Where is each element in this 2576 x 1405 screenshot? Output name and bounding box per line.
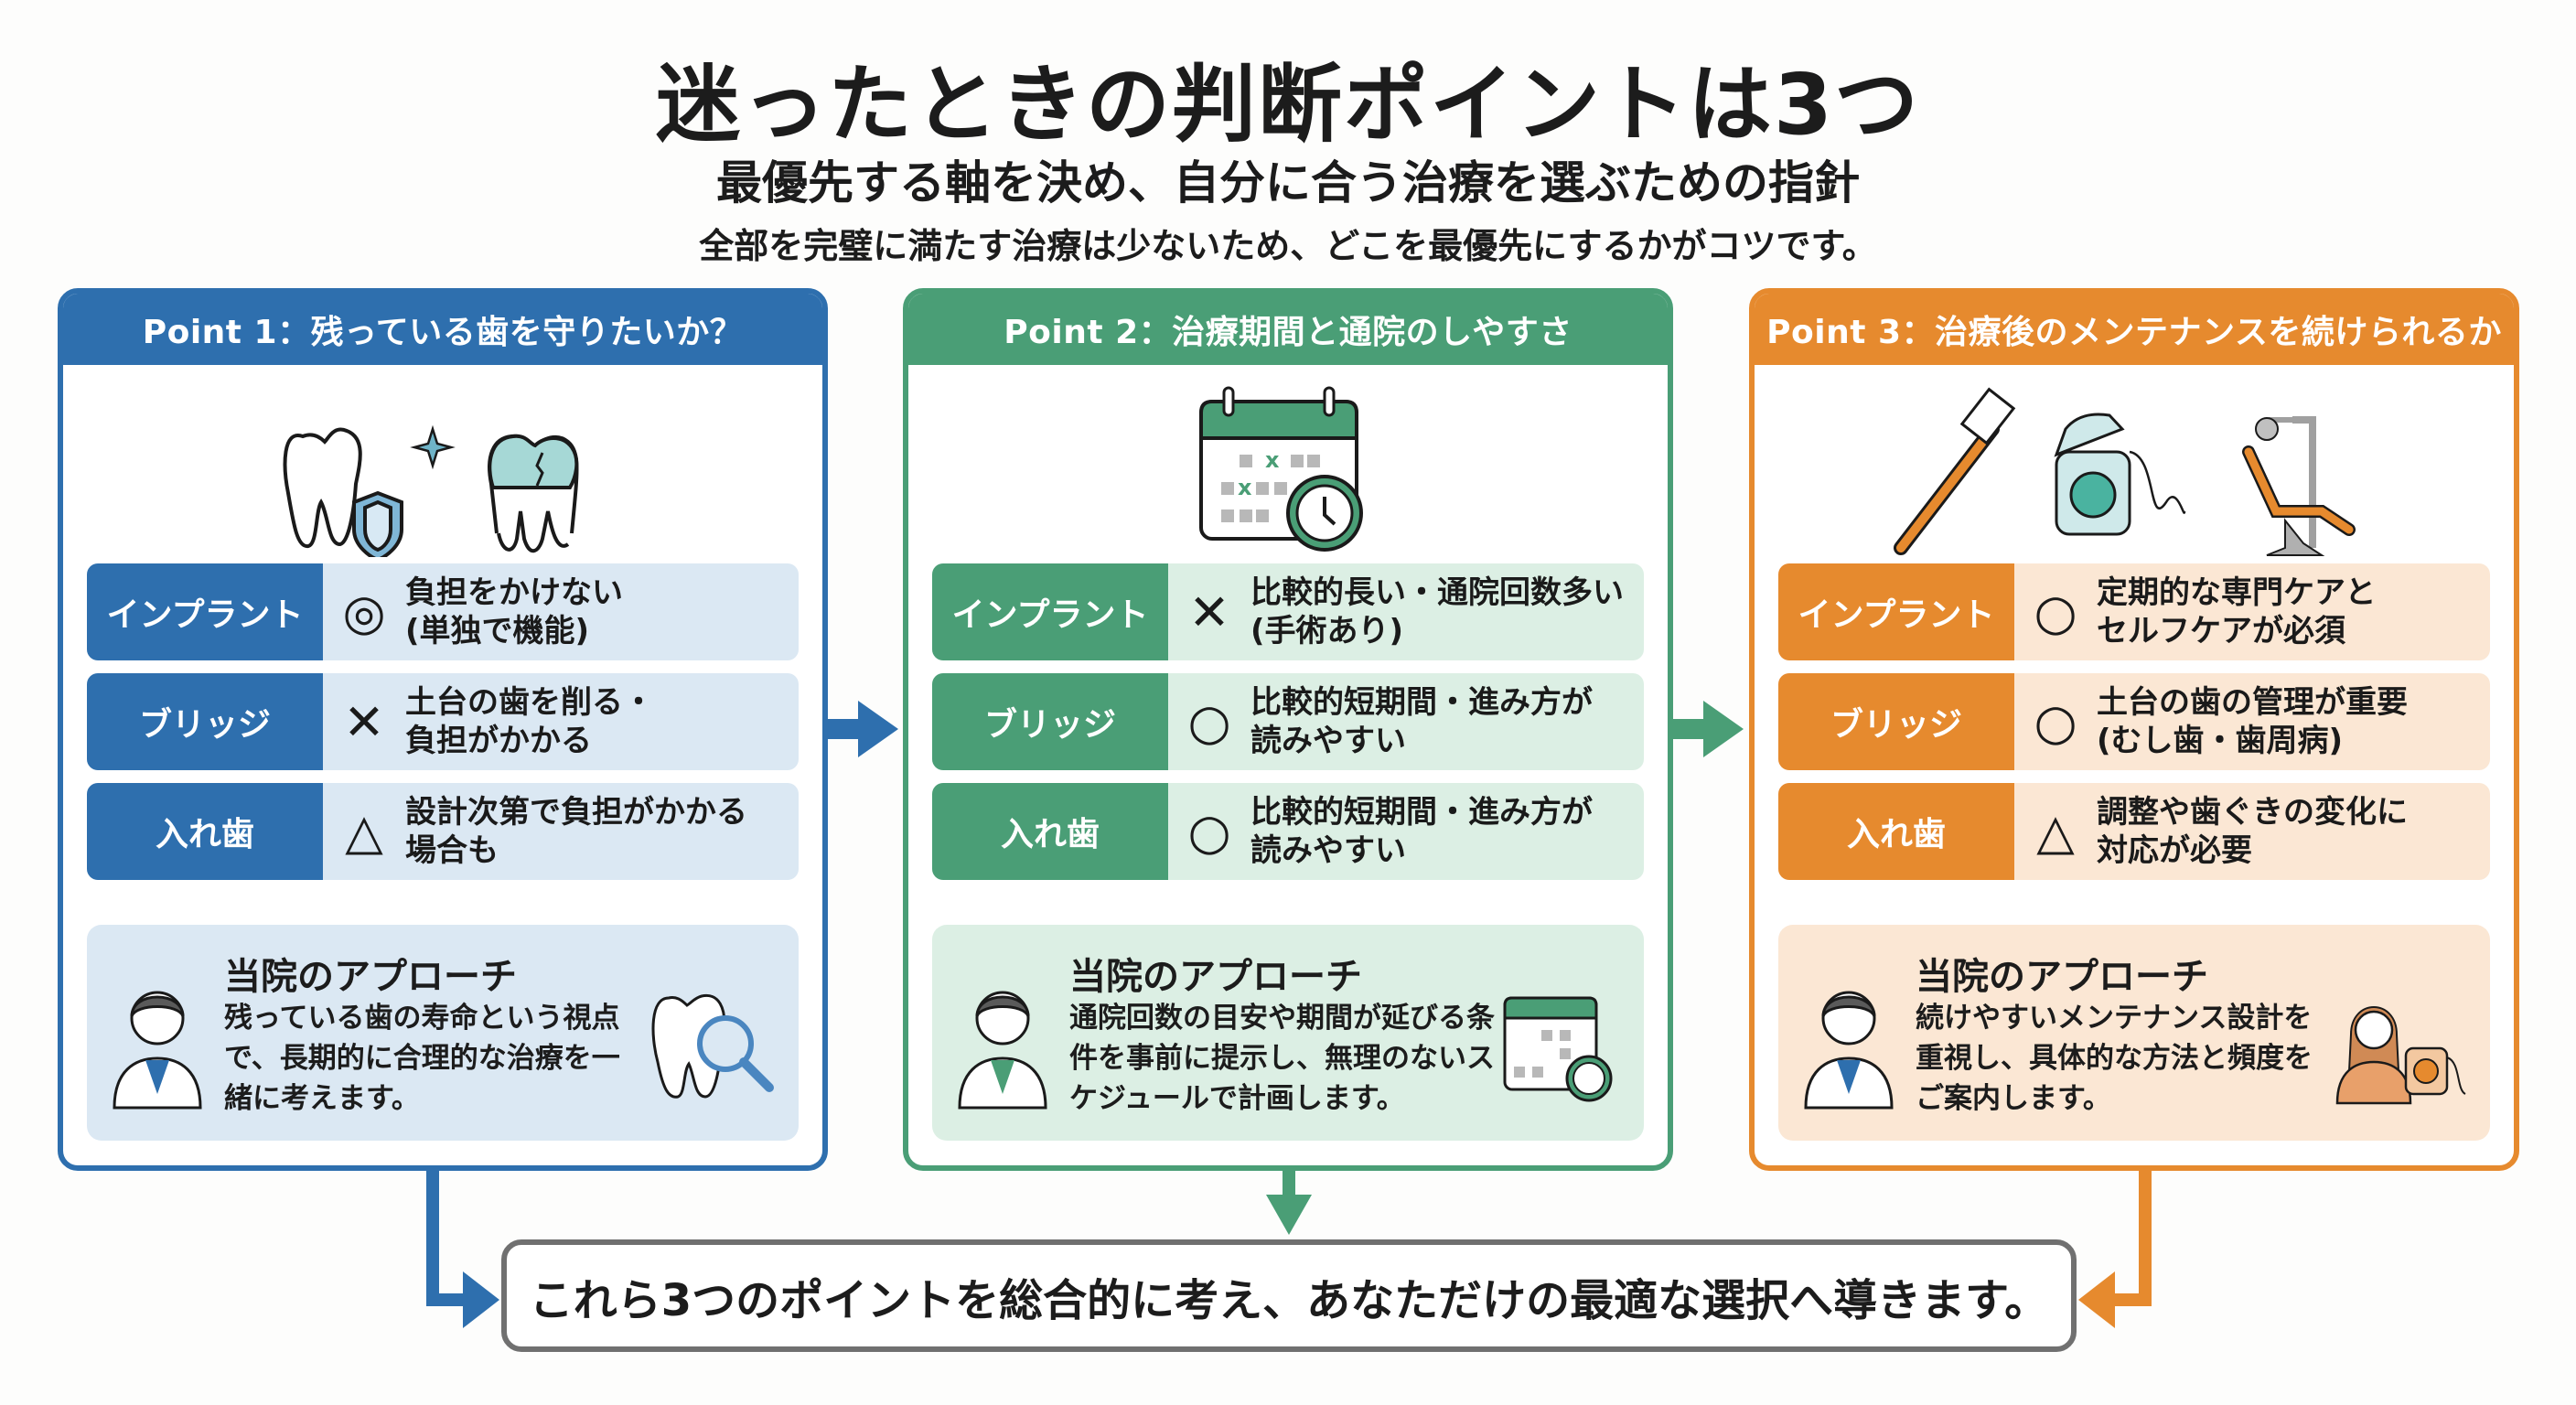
row-description: 設計次第で負担がかかる 場合も xyxy=(405,783,799,880)
approach-heading: 当院のアプローチ xyxy=(1916,956,2208,998)
row-description: 負担をかけない (単独で機能) xyxy=(405,563,799,660)
rating-cross-icon: ✕ xyxy=(343,692,385,751)
approach-text: 通院回数の目安や期間が延びる条件を事前に提示し、無理のないスケジュールで計画しま… xyxy=(1069,1002,1495,1115)
description-line: 定期的な専門ケアと xyxy=(2097,574,2377,611)
row-description: 調整や歯ぐきの変化に 対応が必要 xyxy=(2097,783,2490,880)
description-line: (手術あり) xyxy=(1250,613,1404,649)
point1-row-implant: インプラント ◎ 負担をかけない (単独で機能) xyxy=(87,563,799,660)
row-description: 定期的な専門ケアと セルフケアが必須 xyxy=(2097,563,2490,660)
svg-text:x: x xyxy=(1265,447,1280,473)
point1-row-denture: 入れ歯 △ 設計次第で負担がかかる 場合も xyxy=(87,783,799,880)
description-line: 負担がかかる xyxy=(405,723,592,759)
description-line: (むし歯・歯周病) xyxy=(2097,723,2344,759)
point3-panel: Point 3：治療後のメンテナンスを続けられるか xyxy=(1749,288,2519,1171)
rating-circle-icon: ○ xyxy=(2034,583,2077,641)
treatment-label: ブリッジ xyxy=(87,673,323,770)
arrow-point1-to-conclusion xyxy=(426,1169,499,1328)
description-line: 土台の歯の管理が重要 xyxy=(2097,684,2408,721)
point1-panel: Point 1：残っている歯を守りたいか？ インプラント ◎ 負担をかけない (… xyxy=(58,288,828,1171)
rating-double-circle-icon: ◎ xyxy=(342,583,386,641)
approach-text: 続けやすいメンテナンス設計を重視し、具体的な方法と頻度をご案内します。 xyxy=(1916,1002,2313,1115)
description-line: 設計次第で負担がかかる xyxy=(405,794,747,831)
point3-illustration xyxy=(1755,365,2514,557)
description-line: 負担をかけない xyxy=(405,574,623,611)
treatment-label: 入れ歯 xyxy=(87,783,323,880)
description-line: セルフケアが必須 xyxy=(2097,613,2345,649)
rating-triangle-icon: △ xyxy=(345,802,383,861)
rating-circle-icon: ○ xyxy=(1187,692,1231,751)
row-description: 土台の歯を削る・ 負担がかかる xyxy=(405,673,799,770)
hygienist-with-floss-icon xyxy=(2335,1006,2466,1105)
point3-approach-box: 当院のアプローチ 続けやすいメンテナンス設計を重視し、具体的な方法と頻度をご案内… xyxy=(1778,925,2490,1141)
calendar-clock-icon xyxy=(1503,996,1613,1102)
doctor-icon xyxy=(1804,991,1894,1110)
point2-row-denture: 入れ歯 ○ 比較的短期間・進み方が 読みやすい xyxy=(932,783,1644,880)
rating-triangle-icon: △ xyxy=(2036,802,2075,861)
tooth-magnifier-icon xyxy=(651,993,774,1099)
treatment-label: 入れ歯 xyxy=(1778,783,2014,880)
point3-row-implant: インプラント ○ 定期的な専門ケアと セルフケアが必須 xyxy=(1778,563,2490,660)
calendar-clock-icon: x x xyxy=(1199,386,1363,552)
approach-heading: 当院のアプローチ xyxy=(1069,956,1362,998)
point2-row-bridge: ブリッジ ○ 比較的短期間・進み方が 読みやすい xyxy=(932,673,1644,770)
rating-circle-icon: ○ xyxy=(2034,692,2077,751)
row-description: 比較的短期間・進み方が 読みやすい xyxy=(1250,783,1644,880)
arrow-point2-to-conclusion xyxy=(1266,1169,1312,1235)
doctor-icon xyxy=(113,991,202,1110)
description-line: 対応が必要 xyxy=(2097,832,2252,869)
row-description: 土台の歯の管理が重要 (むし歯・歯周病) xyxy=(2097,673,2490,770)
point2-illustration: x x xyxy=(908,365,1668,557)
description-line: 場合も xyxy=(405,832,499,869)
point3-row-denture: 入れ歯 △ 調整や歯ぐきの変化に 対応が必要 xyxy=(1778,783,2490,880)
treatment-label: 入れ歯 xyxy=(932,783,1168,880)
treatment-label: インプラント xyxy=(87,563,323,660)
treatment-label: ブリッジ xyxy=(1778,673,2014,770)
cracked-crown-tooth-icon xyxy=(488,434,579,553)
tooth-with-shield-icon xyxy=(283,427,403,557)
point1-header: Point 1：残っている歯を守りたいか？ xyxy=(63,294,822,365)
row-description: 比較的長い・通院回数多い (手術あり) xyxy=(1250,563,1644,660)
treatment-label: インプラント xyxy=(1778,563,2014,660)
description-line: 読みやすい xyxy=(1250,723,1406,759)
treatment-label: インプラント xyxy=(932,563,1168,660)
page-lead: 全部を完璧に満たす治療は少ないため、どこを最優先にするかがコツです。 xyxy=(699,226,1877,266)
svg-text:x: x xyxy=(1238,475,1252,500)
rating-circle-icon: ○ xyxy=(1187,802,1231,861)
description-line: 比較的短期間・進み方が xyxy=(1250,684,1593,721)
point1-illustration xyxy=(63,365,822,557)
dental-chair-icon xyxy=(2242,416,2356,556)
doctor-icon xyxy=(958,991,1047,1110)
arrow-point3-to-conclusion xyxy=(2078,1169,2152,1328)
point3-row-bridge: ブリッジ ○ 土台の歯の管理が重要 (むし歯・歯周病) xyxy=(1778,673,2490,770)
arrow-point1-to-point2 xyxy=(828,701,898,757)
point2-row-implant: インプラント ✕ 比較的長い・通院回数多い (手術あり) xyxy=(932,563,1644,660)
page-subtitle: 最優先する軸を決め、自分に合う治療を選ぶための指針 xyxy=(716,156,1860,209)
dental-floss-icon xyxy=(2054,413,2186,536)
page-title: 迷ったときの判断ポイントは3つ xyxy=(655,56,1920,154)
rating-cross-icon: ✕ xyxy=(1188,583,1230,641)
description-line: 調整や歯ぐきの変化に xyxy=(2097,794,2408,831)
conclusion-box: これら3つのポイントを総合的に考え、あなただけの最適な選択へ導きます。 xyxy=(501,1239,2077,1352)
description-line: 比較的長い・通院回数多い xyxy=(1250,574,1624,611)
conclusion-text: これら3つのポイントを総合的に考え、あなただけの最適な選択へ導きます。 xyxy=(529,1274,2049,1326)
point1-approach-box: 当院のアプローチ 残っている歯の寿命という視点で、長期的に合理的な治療を一緒に考… xyxy=(87,925,799,1141)
arrow-point2-to-point3 xyxy=(1672,701,1744,757)
description-line: 比較的短期間・進み方が xyxy=(1250,794,1593,831)
toothbrush-icon xyxy=(1894,387,2016,555)
description-line: 土台の歯を削る・ xyxy=(405,684,654,721)
point3-header: Point 3：治療後のメンテナンスを続けられるか xyxy=(1755,294,2514,365)
treatment-label: ブリッジ xyxy=(932,673,1168,770)
point2-panel: Point 2：治療期間と通院のしやすさ x x インプラント xyxy=(903,288,1673,1171)
point1-row-bridge: ブリッジ ✕ 土台の歯を削る・ 負担がかかる xyxy=(87,673,799,770)
point2-approach-box: 当院のアプローチ 通院回数の目安や期間が延びる条件を事前に提示し、無理のないスケ… xyxy=(932,925,1644,1141)
approach-heading: 当院のアプローチ xyxy=(224,956,517,998)
description-line: (単独で機能) xyxy=(405,613,590,649)
sparkle-icon xyxy=(410,424,456,470)
row-description: 比較的短期間・進み方が 読みやすい xyxy=(1250,673,1644,770)
point2-header: Point 2：治療期間と通院のしやすさ xyxy=(908,294,1668,365)
approach-text: 残っている歯の寿命という視点で、長期的に合理的な治療を一緒に考えます。 xyxy=(224,1002,620,1115)
description-line: 読みやすい xyxy=(1250,832,1406,869)
